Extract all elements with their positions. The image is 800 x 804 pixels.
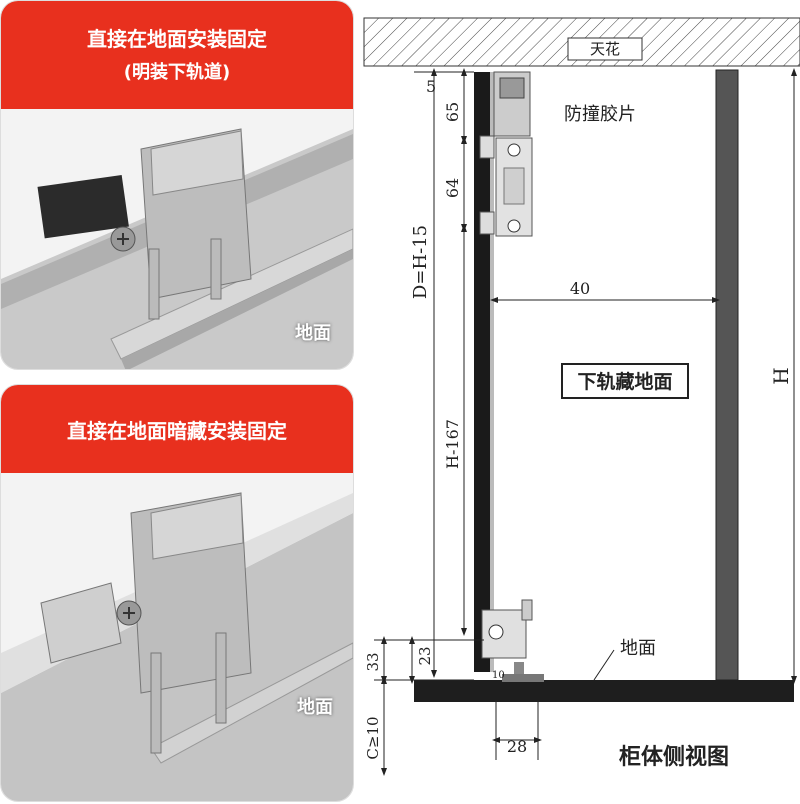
floor-label: 地面 <box>295 323 331 344</box>
drawing-caption: 柜体侧视图 <box>619 744 729 770</box>
dim-33: 33 <box>364 652 382 671</box>
dim-h167: H-167 <box>443 419 462 469</box>
dim-total-height: H <box>769 367 793 384</box>
concealed-mount-banner: 直接在地面暗藏安装固定 <box>1 385 353 473</box>
dim-65: 65 <box>443 102 462 122</box>
floor-slab <box>414 680 794 702</box>
top-hanger-hardware <box>479 71 533 237</box>
photo-panel-surface-mount: 直接在地面安装固定 (明装下轨道) 地面 <box>0 0 354 370</box>
floor-label: 地面 <box>297 697 333 718</box>
dim-64: 64 <box>443 178 462 198</box>
bumper-label: 防撞胶片 <box>564 104 636 125</box>
dim-40: 40 <box>570 279 590 298</box>
concealed-mount-title: 直接在地面暗藏安装固定 <box>67 419 287 443</box>
hidden-rail-label: 下轨藏地面 <box>577 370 672 393</box>
dim-28: 28 <box>507 737 527 756</box>
sliding-door <box>474 72 490 672</box>
floor-label-drawing: 地面 <box>620 638 656 659</box>
ceiling-label: 天花 <box>590 40 620 58</box>
surface-mount-subtitle: (明装下轨道) <box>123 62 231 83</box>
dim-clearance: C≥10 <box>364 716 382 759</box>
cabinet-side-view-drawing: 天花 <box>354 0 800 800</box>
side-view-svg: 天花 <box>363 17 800 776</box>
surface-mount-title: 直接在地面安装固定 <box>87 27 267 51</box>
cabinet-side-wall <box>715 69 739 681</box>
dim-door-height: D=H-15 <box>410 225 431 299</box>
photo-panel-concealed-mount: 直接在地面暗藏安装固定 地面 <box>0 384 354 802</box>
surface-mount-banner: 直接在地面安装固定 (明装下轨道) <box>1 1 353 109</box>
hidden-rail-label-box <box>561 363 689 399</box>
dim-23: 23 <box>416 646 434 665</box>
concealed-mount-photo <box>1 473 353 801</box>
dim-gap-top: 5 <box>426 77 436 96</box>
surface-mount-photo <box>1 109 353 369</box>
bottom-guide-hardware <box>481 599 533 678</box>
dim-10: 10 <box>492 670 505 681</box>
